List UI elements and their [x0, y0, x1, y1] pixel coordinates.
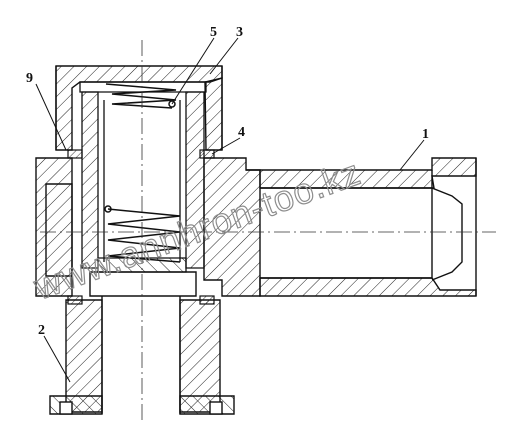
body-part-2 — [35, 157, 261, 415]
seals-parts-4-9 — [67, 149, 215, 305]
cartridge-sleeve — [79, 81, 207, 273]
callout-4: 4 — [238, 125, 245, 140]
spring-lower — [104, 205, 181, 263]
callout-1: 1 — [422, 127, 429, 142]
outlet-pipe-part-1 — [246, 157, 477, 297]
callout-2: 2 — [38, 323, 45, 338]
leader-lines — [35, 37, 425, 383]
callout-3: 3 — [236, 25, 243, 40]
spring-upper-part-5 — [105, 83, 177, 109]
callout-9: 9 — [26, 71, 33, 86]
center-lines — [40, 40, 496, 424]
callout-5: 5 — [210, 25, 217, 40]
